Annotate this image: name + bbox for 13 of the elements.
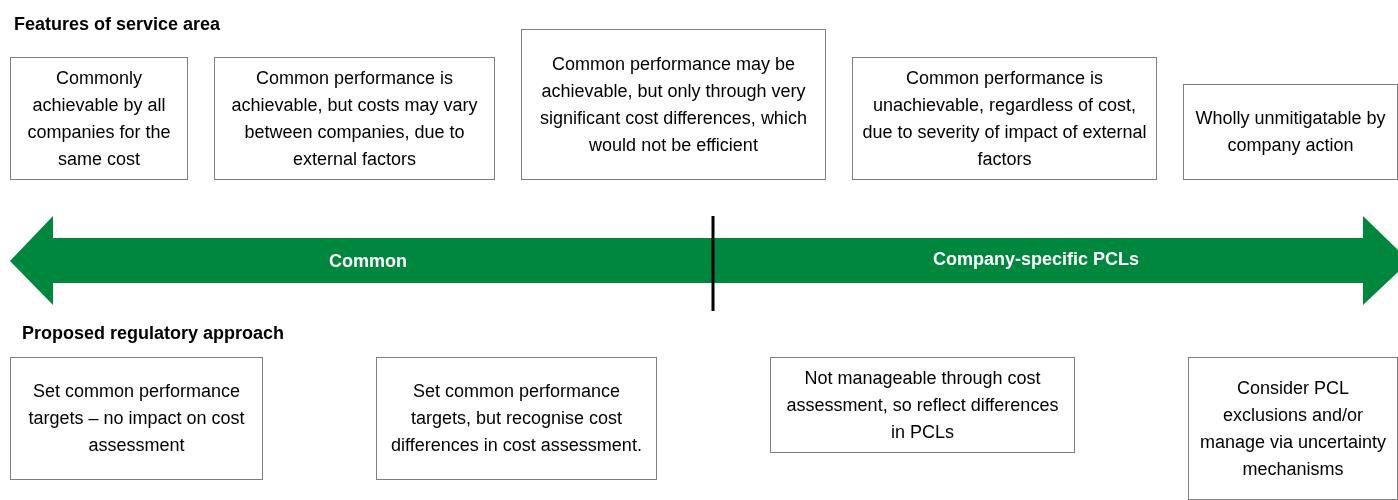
text-box: Set common performance targets – no impact on cost assessment [10,357,263,480]
text-box: Wholly unmitigatable by company action [1183,84,1398,180]
arrow-label: Common [329,251,407,272]
section-heading: Features of service area [14,14,221,35]
section-heading: Proposed regulatory approach [22,323,285,344]
arrow-label: Company-specific PCLs [933,249,1140,270]
text-box: Commonly achievable by all companies for the same cost [10,57,188,180]
text-box: Common performance is achievable, but costs may vary between companies, due to external factors [214,57,495,180]
text-box: Consider PCL exclusions and/or manage via uncertainty mechanisms [1188,357,1398,500]
text-box: Set common performance targets, but recognise cost differences in cost assessment. [376,357,657,480]
text-box: Common performance may be achievable, but only through very significant cost differences, which would not be efficient [521,29,826,180]
text-box: Common performance is unachievable, regardless of cost, due to severity of impact of external factors [852,57,1157,180]
text-box: Not manageable through cost assessment, so reflect differences in PCLs [770,357,1075,453]
